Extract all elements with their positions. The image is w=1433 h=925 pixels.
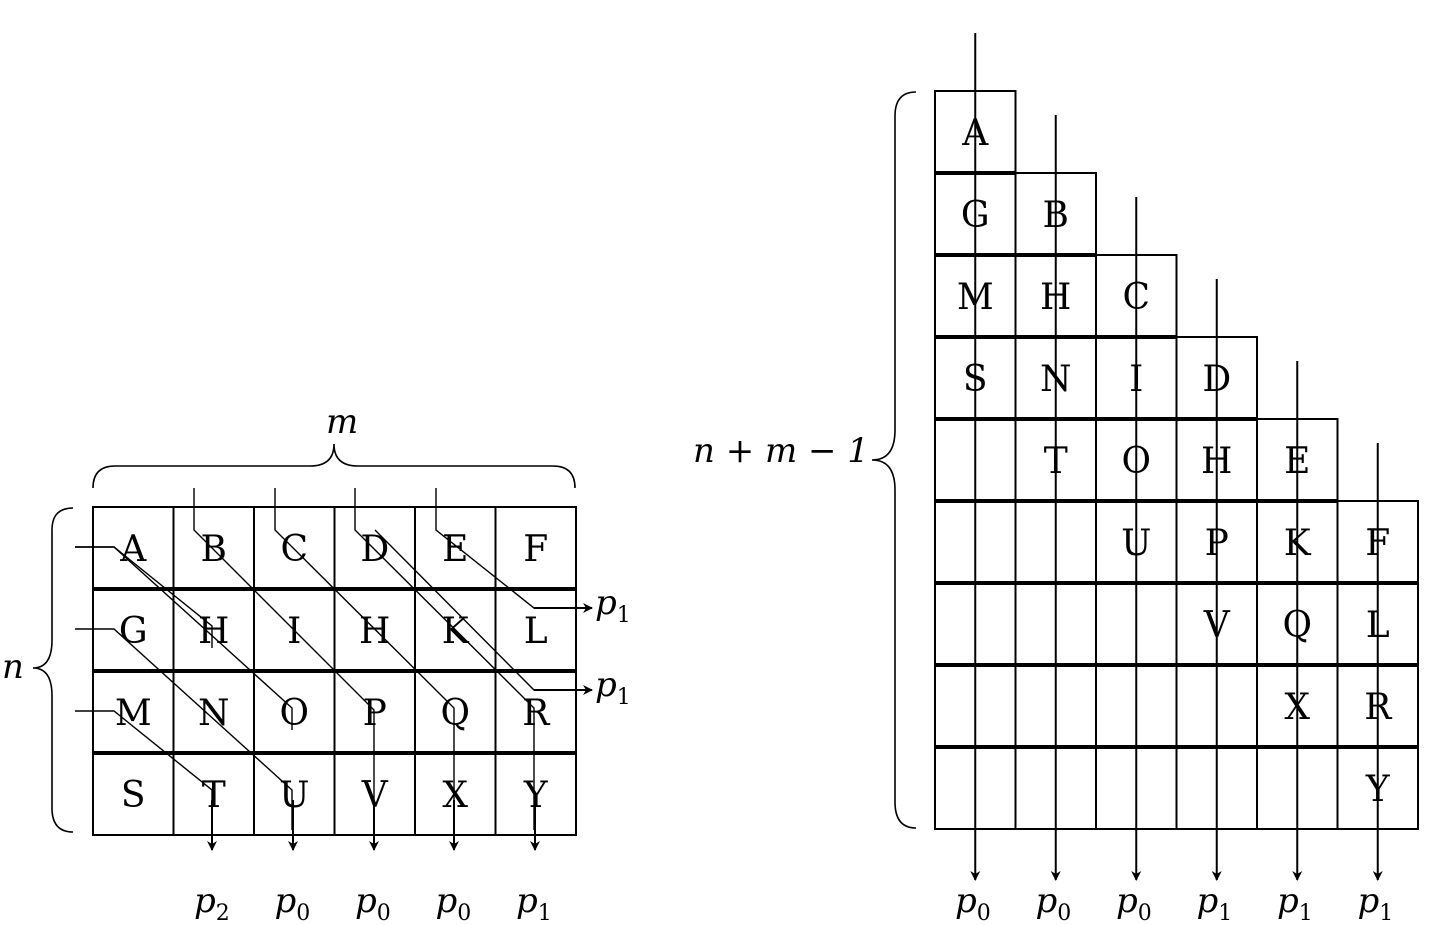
left-cell-label: L [524, 611, 548, 652]
left-cell [172, 506, 255, 590]
left-cell [92, 670, 175, 754]
left-cell [172, 670, 255, 754]
path-col-D [354, 488, 535, 830]
left-cell [494, 670, 577, 754]
right-bottom-output-labels: p0 p0 p0 p1 p1 p1 [955, 881, 1393, 925]
left-cell-label: H [359, 611, 390, 652]
right-brace [871, 91, 917, 829]
bottom-output-label: p0 [275, 881, 311, 925]
left-cell-label: P [363, 693, 387, 734]
left-cell-label: I [287, 611, 301, 652]
left-side-output-labels: p1 p1 [595, 583, 631, 710]
left-cell-label: U [279, 775, 309, 816]
right-vertical-paths [970, 33, 1383, 881]
left-cell [172, 588, 255, 672]
left-cell-label: T [202, 775, 226, 816]
right-bottom-output-label: p0 [955, 881, 991, 925]
left-cell-label: E [442, 529, 468, 570]
left-cell-label: G [119, 611, 148, 652]
left-cell [414, 752, 497, 836]
right-brace-label: n + m − 1 [693, 431, 869, 471]
side-output-label: p1 [595, 583, 631, 628]
side-output-label: p1 [595, 665, 631, 710]
right-bottom-output-label: p1 [1197, 881, 1233, 925]
left-brace [32, 507, 74, 833]
left-cell [253, 670, 336, 754]
path-row-1 [75, 546, 293, 730]
left-cell-label: H [198, 611, 229, 652]
left-brace-label: n [2, 647, 24, 687]
right-bottom-output-label: p1 [1358, 881, 1394, 925]
left-cell-label: X [442, 775, 468, 816]
path-col-B [193, 488, 375, 830]
left-cell [92, 752, 175, 836]
left-cell-label: N [198, 693, 230, 734]
right-bottom-output-label: p1 [1277, 881, 1313, 925]
bottom-output-label: p0 [436, 881, 472, 925]
left-cell-label: F [523, 529, 548, 570]
bottom-output-label: p0 [355, 881, 391, 925]
top-brace-label: m [326, 402, 358, 442]
left-bottom-output-labels: p2 p0 p0 p0 p1 [194, 881, 552, 925]
top-brace [92, 443, 576, 489]
left-cell [253, 752, 336, 836]
path-col-C [274, 488, 455, 830]
left-cell-label: S [121, 775, 146, 816]
bottom-output-label: p2 [194, 881, 230, 925]
right-bottom-output-label: p0 [1036, 881, 1072, 925]
left-cell-label: O [279, 693, 309, 734]
right-bottom-output-label: p0 [1116, 881, 1152, 925]
left-bottom-arrows [207, 800, 540, 851]
left-cell-label: K [442, 611, 470, 652]
left-side-arrows [534, 603, 593, 695]
bottom-output-label: p1 [516, 881, 552, 925]
left-cell-label: R [522, 693, 550, 734]
left-cell [92, 506, 175, 590]
left-cell-label: M [115, 693, 152, 734]
